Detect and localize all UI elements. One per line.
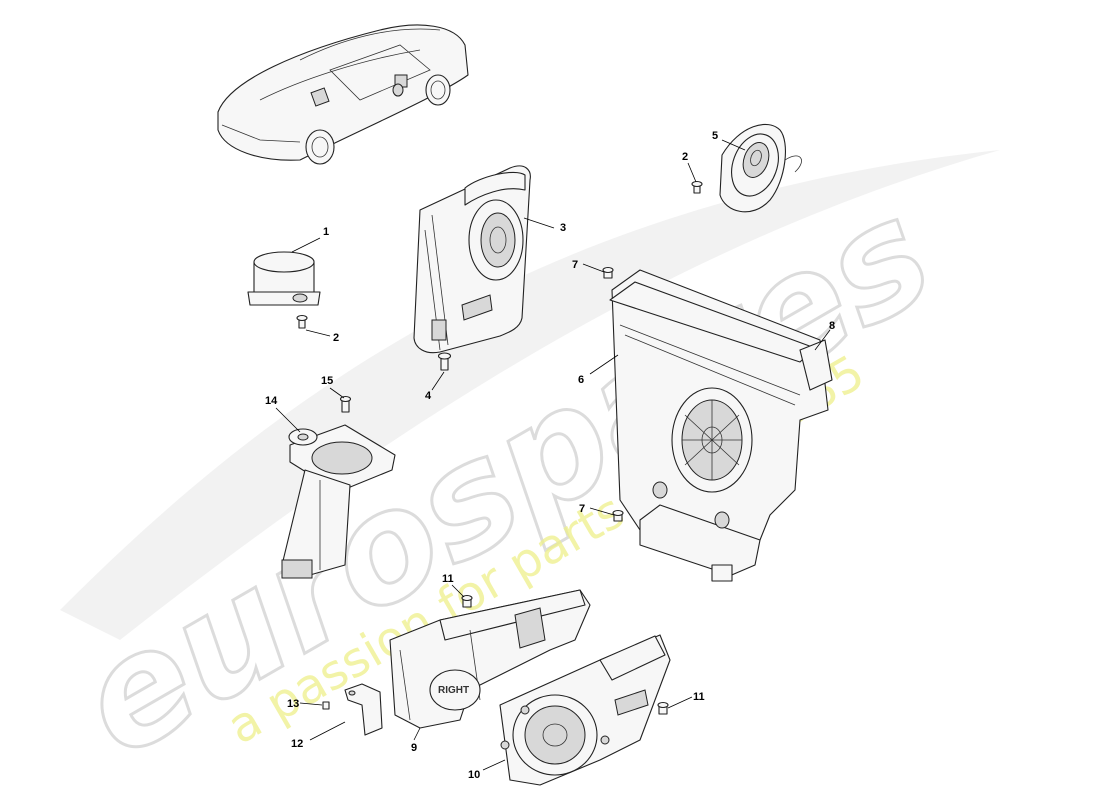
- callout-10: 10: [468, 769, 480, 781]
- callout-labels: 1 2 2 3 4 5 6 7 7 8 9 10 11 11 12 13 14 …: [265, 130, 835, 781]
- callout-1: 1: [323, 226, 329, 238]
- callout-13: 13: [287, 698, 299, 710]
- part-9-enclosure-right: RIGHT: [389, 589, 591, 729]
- enclosure-side-marking: RIGHT: [438, 685, 469, 696]
- callout-11-lower: 11: [693, 691, 705, 703]
- part-7-nut-bottom: [612, 509, 624, 522]
- callout-7-top: 7: [572, 259, 578, 271]
- callout-2-right: 2: [682, 151, 688, 163]
- callout-11-upper: 11: [442, 573, 454, 585]
- callout-8: 8: [829, 320, 835, 332]
- part-2-screw-left: [296, 314, 308, 329]
- callout-6: 6: [578, 374, 584, 386]
- part-2-screw-right: [691, 180, 703, 194]
- part-11-screw-lower: [657, 701, 669, 715]
- part-14-bass-port-tube: [281, 424, 396, 579]
- callout-2-left: 2: [333, 332, 339, 344]
- part-1-speaker-driver: [247, 251, 321, 306]
- callout-14: 14: [265, 395, 278, 407]
- callout-7-bottom: 7: [579, 503, 585, 515]
- callout-5: 5: [712, 130, 718, 142]
- part-10-speaker-enclosure-lower: [499, 634, 671, 786]
- callout-9: 9: [411, 742, 417, 754]
- part-7-nut-top: [602, 266, 614, 279]
- part-13-screw: [322, 701, 330, 710]
- part-6-subwoofer-enclosure: [609, 269, 833, 582]
- part-15-bolt: [339, 395, 352, 413]
- callout-15: 15: [321, 375, 333, 387]
- callout-12: 12: [291, 738, 303, 750]
- part-4-bolt: [437, 352, 452, 371]
- part-11-screw-upper: [461, 594, 473, 608]
- part-3-door-speaker-enclosure: [413, 165, 531, 354]
- leader-lines: [275, 139, 831, 771]
- watermark-swoosh: [60, 150, 1000, 640]
- car-overview-illustration: [217, 24, 469, 165]
- callout-3: 3: [560, 222, 566, 234]
- part-12-bracket: [344, 683, 383, 736]
- callout-4: 4: [425, 390, 432, 402]
